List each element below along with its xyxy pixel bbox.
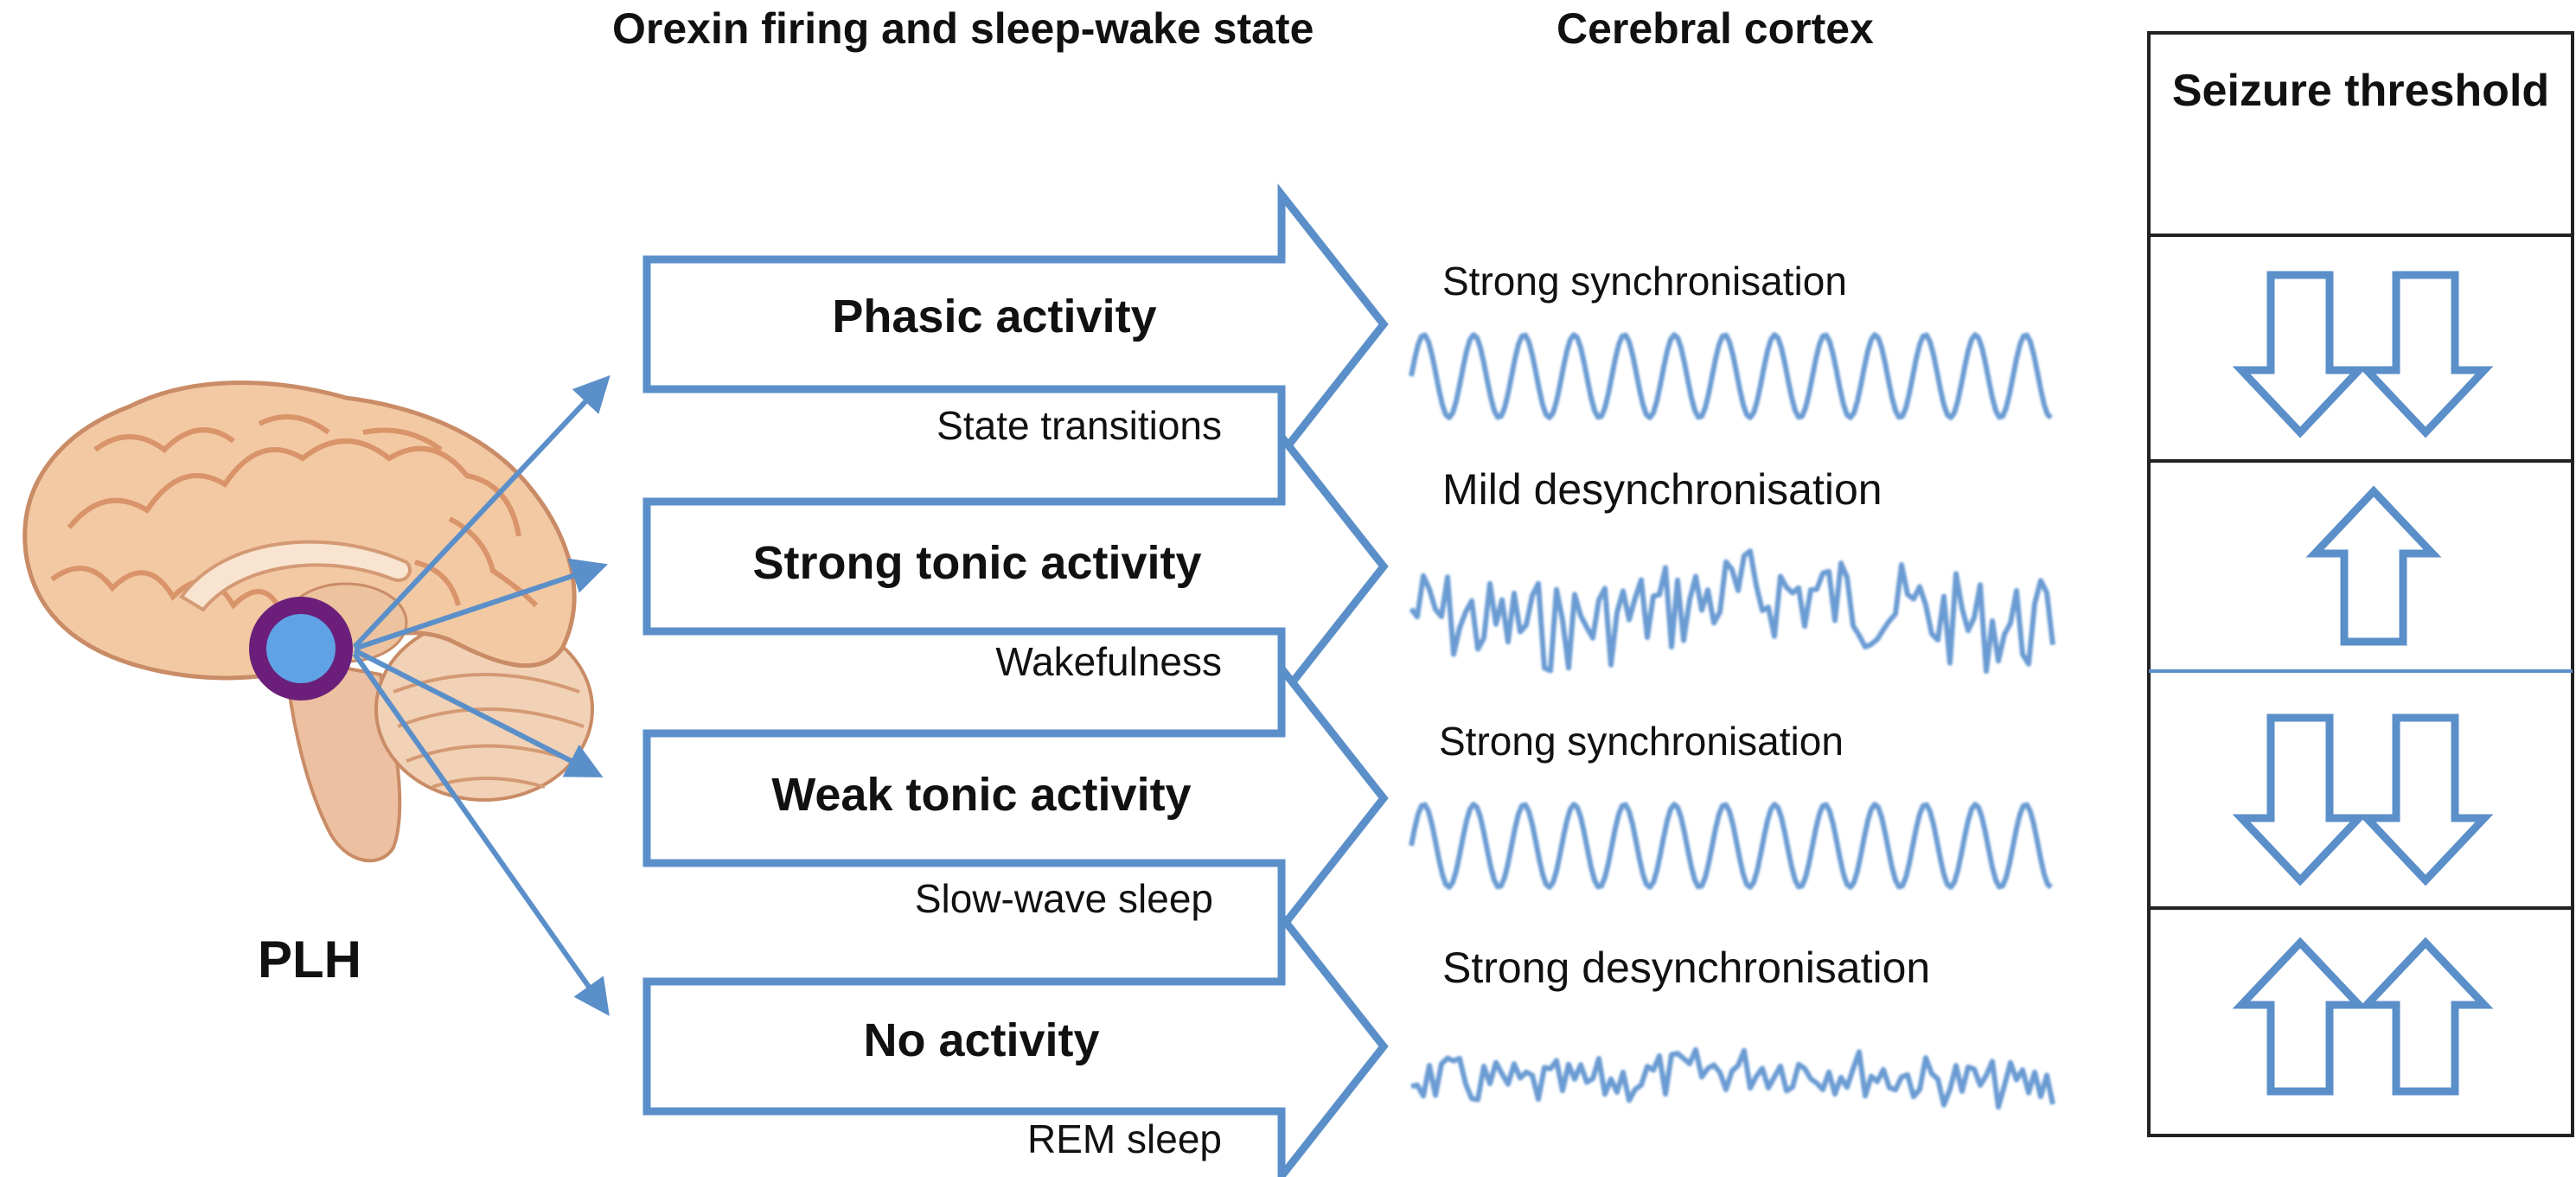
threshold-up-arrow [2232, 937, 2368, 1096]
orexin-header: Orexin firing and sleep-wake state [612, 4, 1314, 53]
threshold-down-arrow [2357, 713, 2494, 886]
activity-label: Weak tonic activity [771, 769, 1192, 821]
seizure-threshold-header: Seizure threshold [2171, 66, 2550, 116]
projection-line [352, 652, 610, 1016]
cortex-header: Cerebral cortex [1556, 4, 1874, 53]
plh-nucleus [266, 614, 336, 683]
cortex-label: Strong synchronisation [1442, 259, 1847, 304]
state-label: Wakefulness [995, 639, 1222, 684]
cortex-label: Mild desynchronisation [1442, 465, 1882, 514]
threshold-up-arrow [2357, 937, 2494, 1096]
block-arrow [642, 425, 1389, 707]
state-label: REM sleep [1027, 1116, 1222, 1161]
plh-label: PLH [258, 931, 361, 988]
threshold-down-arrow [2357, 271, 2494, 438]
eeg-wave [1409, 332, 2053, 420]
eeg-wave [1409, 802, 2053, 890]
state-label: State transitions [936, 403, 1222, 448]
activity-label: Phasic activity [832, 291, 1157, 342]
projection-line [354, 558, 608, 651]
threshold-down-arrow [2232, 271, 2368, 438]
eeg-wave [1409, 548, 2055, 675]
projection-line [353, 648, 604, 777]
activity-label: No activity [863, 1014, 1100, 1066]
eeg-wave [1410, 1046, 2055, 1110]
state-label: Slow-wave sleep [914, 876, 1213, 921]
block-arrow [642, 905, 1389, 1177]
cortex-label: Strong desynchronisation [1442, 944, 1931, 992]
threshold-up-arrow [2305, 485, 2442, 646]
projection-line [352, 374, 610, 649]
block-arrow [642, 183, 1389, 465]
block-arrow [642, 657, 1389, 939]
cortex-label: Strong synchronisation [1439, 719, 1844, 764]
threshold-down-arrow [2232, 713, 2368, 886]
activity-label: Strong tonic activity [752, 537, 1202, 589]
seizure-table [2147, 31, 2574, 1137]
